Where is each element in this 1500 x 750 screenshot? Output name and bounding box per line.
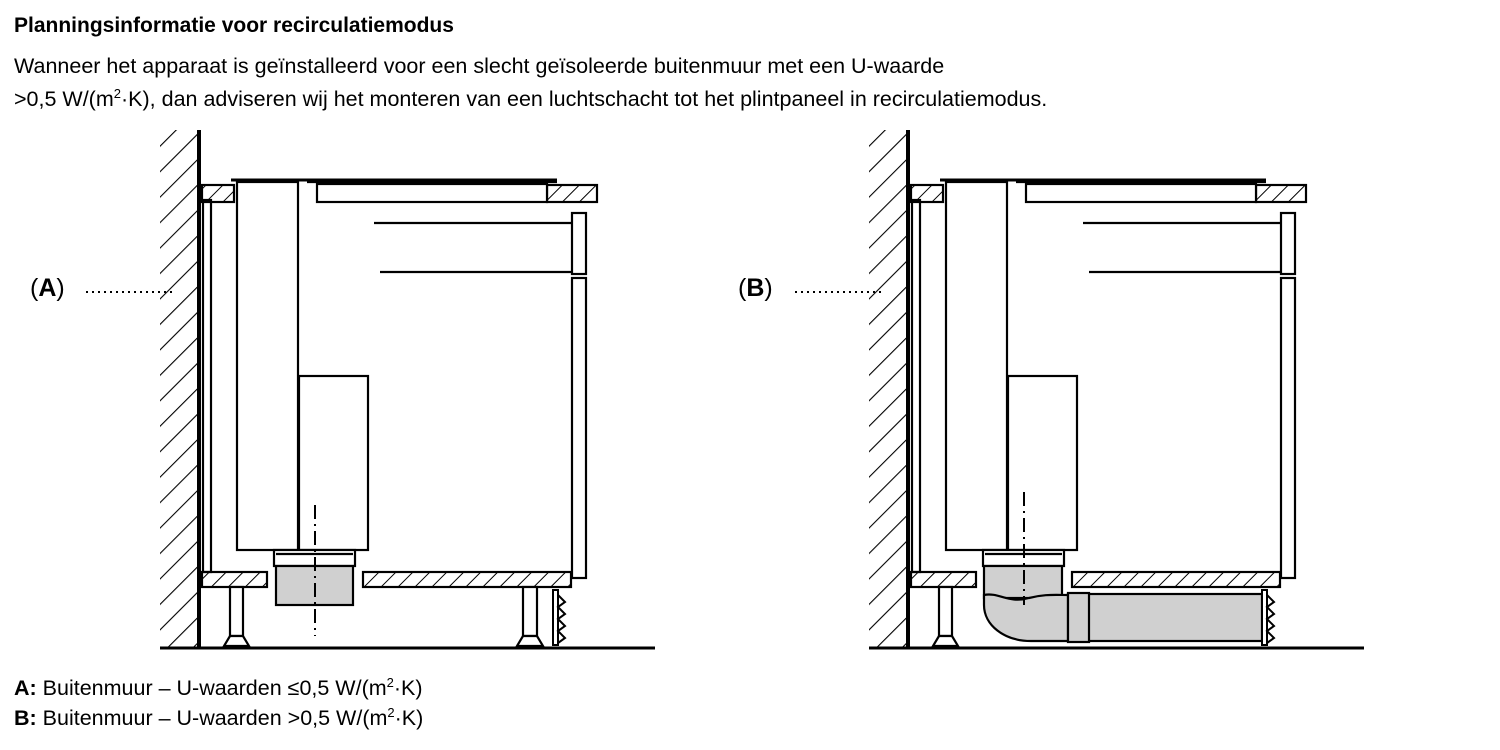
diagram-b (795, 128, 1366, 650)
paragraph-line-1: Wanneer het apparaat is geïnstalleerd vo… (14, 54, 945, 78)
legend-text: ·K) (393, 676, 423, 700)
superscript: 2 (387, 704, 395, 720)
paren: ( (738, 274, 747, 302)
label-letter: A (38, 274, 57, 302)
paren: ( (30, 274, 39, 302)
legend-item-a: A: Buitenmuur – U-waarden ≤0,5 W/(m2·K) (14, 673, 423, 703)
bottom-shelf (1070, 570, 1282, 589)
superscript: 2 (113, 85, 121, 101)
page-title: Planningsinformatie voor recirculatiemod… (14, 14, 454, 37)
superscript: 2 (386, 674, 394, 690)
legend-text: ·K) (394, 706, 424, 730)
legend-key: B: (14, 706, 37, 730)
paren: ) (56, 274, 65, 302)
legend-item-b: B: Buitenmuur – U-waarden >0,5 W/(m2·K) (14, 703, 423, 733)
diagram-a (86, 128, 657, 650)
bottom-shelf (361, 570, 573, 589)
label-b: (B) (738, 274, 773, 303)
legend: A: Buitenmuur – U-waarden ≤0,5 W/(m2·K) … (14, 673, 423, 733)
legend-text: Buitenmuur – U-waarden >0,5 W/(m (36, 706, 388, 730)
legend-key: A: (14, 676, 37, 700)
label-a: (A) (30, 274, 65, 303)
legend-text: Buitenmuur – U-waarden ≤0,5 W/(m (36, 676, 387, 700)
intro-paragraph: Wanneer het apparaat is geïnstalleerd vo… (14, 50, 1047, 116)
paragraph-line-2: >0,5 W/(m2·K), dan adviseren wij het mon… (14, 83, 1047, 116)
label-letter: B (746, 274, 765, 302)
text: ·K), dan adviseren wij het monteren van … (121, 87, 1048, 111)
text: >0,5 W/(m (14, 87, 114, 111)
paren: ) (764, 274, 773, 302)
